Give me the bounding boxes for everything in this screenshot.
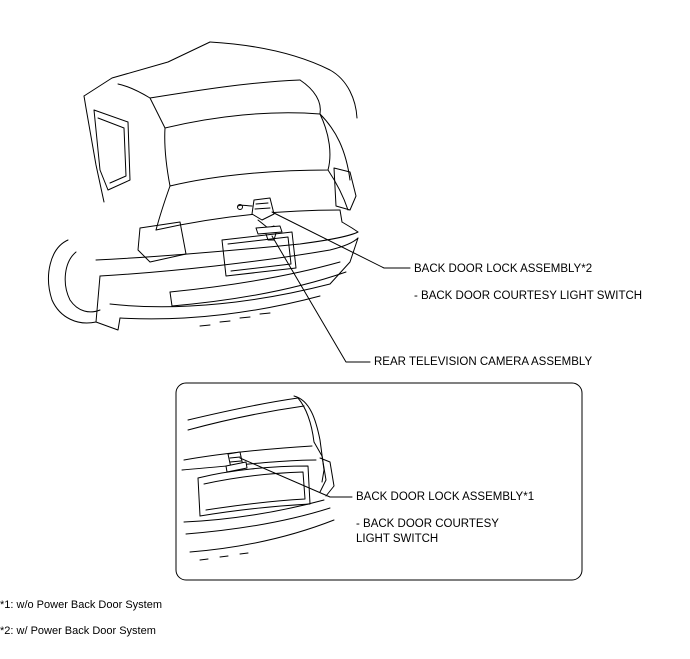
inset-lock-icon xyxy=(225,451,248,473)
vehicle-body xyxy=(48,41,359,331)
camera-icon xyxy=(255,225,283,241)
leader-lines xyxy=(271,211,411,363)
footnote-1: *1: w/o Power Back Door System xyxy=(0,599,163,611)
inset-vehicle xyxy=(181,395,335,561)
inset-leader-line xyxy=(239,457,353,498)
callout-lock2-title: BACK DOOR LOCK ASSEMBLY*2 xyxy=(414,263,593,275)
callout-lock1-sub-line2: LIGHT SWITCH xyxy=(356,533,439,545)
callout-lock1-title: BACK DOOR LOCK ASSEMBLY*1 xyxy=(356,491,535,503)
callout-lock1-sub-line1: - BACK DOOR COURTESY xyxy=(356,518,499,530)
lock-assembly-icon xyxy=(237,197,275,229)
callout-lock2-sub: - BACK DOOR COURTESY LIGHT SWITCH xyxy=(414,290,643,302)
detail-inset-frame xyxy=(175,382,583,581)
callout-camera-title: REAR TELEVISION CAMERA ASSEMBLY xyxy=(374,356,593,368)
footnote-2: *2: w/ Power Back Door System xyxy=(0,625,156,637)
